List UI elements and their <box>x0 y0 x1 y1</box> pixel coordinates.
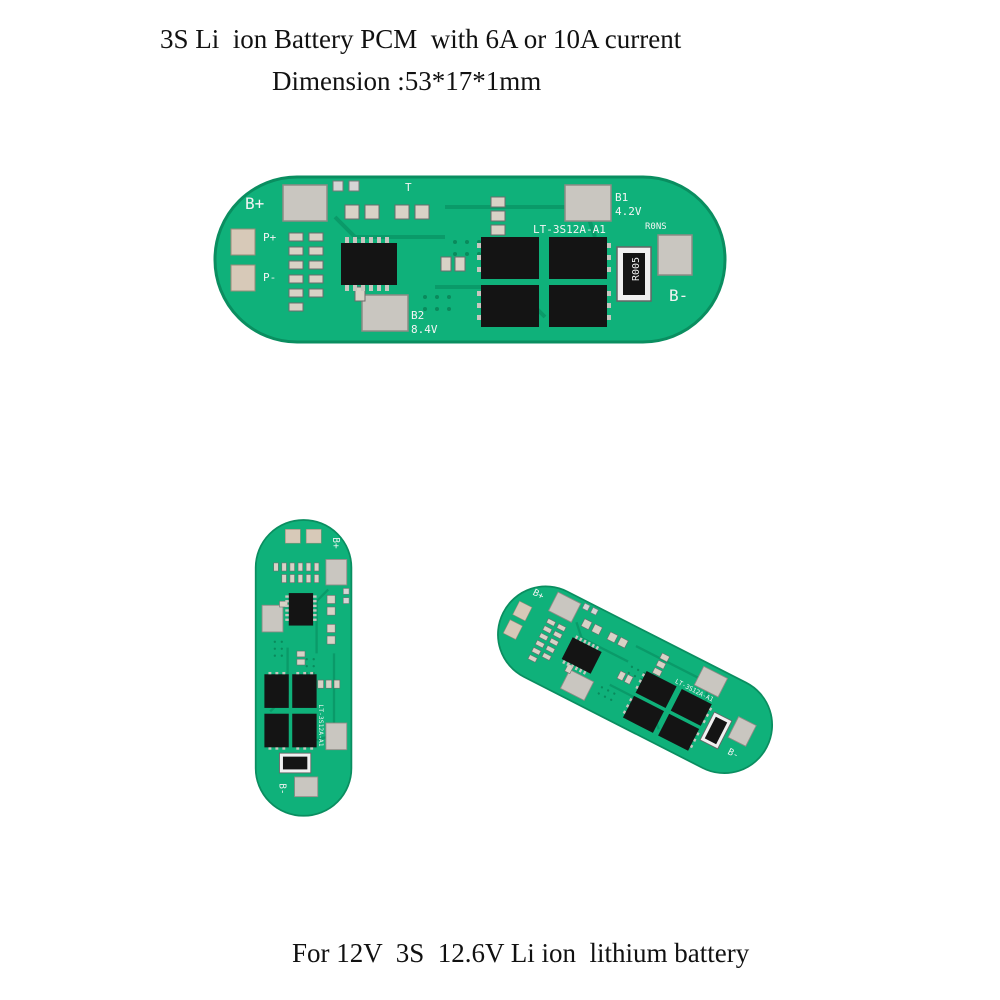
pcb-board-angled: B+ B- LT-3S12A-A1 <box>480 568 790 791</box>
b1-label: B1 <box>615 191 628 204</box>
b1-voltage-label: 4.2V <box>615 205 642 218</box>
title-caption: 3S Li ion Battery PCM with 6A or 10A cur… <box>160 24 682 54</box>
p-minus-label: P- <box>263 271 276 284</box>
b-plus-label-angled: B+ <box>531 587 546 602</box>
dimension-caption: Dimension :53*17*1mm <box>272 66 542 96</box>
b2-label: B2 <box>411 309 424 322</box>
b-plus-label: B+ <box>245 194 264 213</box>
pcb-board-vertical: B+ B- LT-3S12A-A1 <box>254 518 353 817</box>
pcb-board-front: B+ B- B1 4.2V B2 8.4V LT-3S12A-A1 R0NS P… <box>213 175 727 344</box>
model-label-vertical: LT-3S12A-A1 <box>317 704 325 746</box>
b-plus-label-vertical: B+ <box>330 537 341 549</box>
b-minus-label: B- <box>669 286 688 305</box>
b2-voltage-label: 8.4V <box>411 323 438 336</box>
resistor-code: R005 <box>631 257 642 281</box>
model-label: LT-3S12A-A1 <box>533 223 606 236</box>
usage-caption: For 12V 3S 12.6V Li ion lithium battery <box>292 938 750 968</box>
b-minus-label-angled: B- <box>726 746 741 761</box>
b-minus-label-vertical: B- <box>276 783 287 794</box>
t-label: T <box>405 181 412 194</box>
p-plus-label: P+ <box>263 231 277 244</box>
r0ns-label: R0NS <box>645 222 667 232</box>
